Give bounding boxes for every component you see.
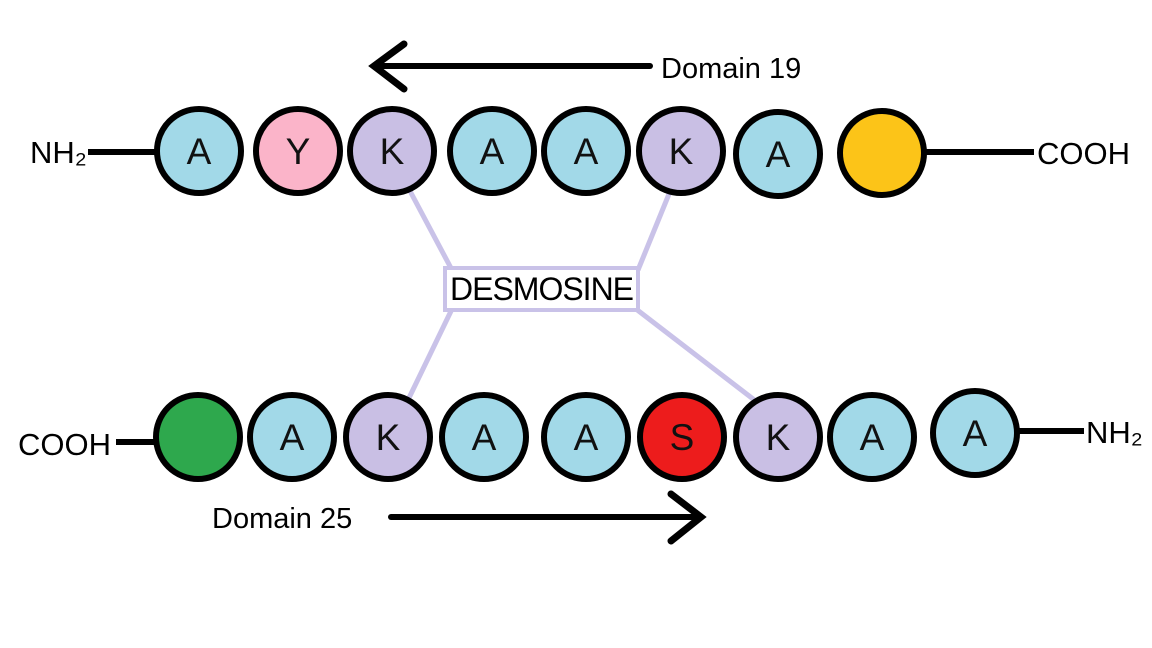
crosslink-line-bottom-left <box>405 307 455 402</box>
residue-top-2-tyrosine: Y <box>253 106 343 196</box>
crosslink-line-top-right <box>635 193 672 271</box>
crosslink-line-top-left <box>407 189 455 272</box>
residue-top-3-lysine: K <box>347 106 437 196</box>
residue-top-1-alanine: A <box>154 106 244 196</box>
domain-19-arrow <box>368 40 653 93</box>
bottom-left-terminus-label: COOH <box>18 427 111 462</box>
residue-top-6-lysine: K <box>636 106 726 196</box>
residue-bottom-9-alanine: A <box>930 388 1020 478</box>
desmosine-crosslink-box: DESMOSINE <box>443 266 640 312</box>
residue-bottom-7-lysine: K <box>733 392 823 482</box>
domain-19-label: Domain 19 <box>661 53 802 85</box>
residue-top-8-unlabeled <box>837 108 927 198</box>
residue-bottom-5-alanine: A <box>541 392 631 482</box>
residue-bottom-2-alanine: A <box>247 392 337 482</box>
residue-bottom-6-serine: S <box>637 392 727 482</box>
top-left-terminus-label: NH₂ <box>30 135 87 170</box>
bottom-right-terminus-label: NH₂ <box>1086 415 1143 450</box>
residue-top-4-alanine: A <box>447 106 537 196</box>
top-right-terminus-label: COOH <box>1037 136 1130 171</box>
residue-top-7-alanine: A <box>733 109 823 199</box>
domain-25-arrow <box>388 490 707 545</box>
residue-bottom-4-alanine: A <box>439 392 529 482</box>
crosslink-line-bottom-right <box>634 307 759 404</box>
residue-bottom-8-alanine: A <box>827 392 917 482</box>
residue-top-5-alanine: A <box>541 106 631 196</box>
residue-bottom-3-lysine: K <box>343 392 433 482</box>
residue-bottom-1-unlabeled <box>153 392 243 482</box>
domain-25-label: Domain 25 <box>212 503 353 535</box>
